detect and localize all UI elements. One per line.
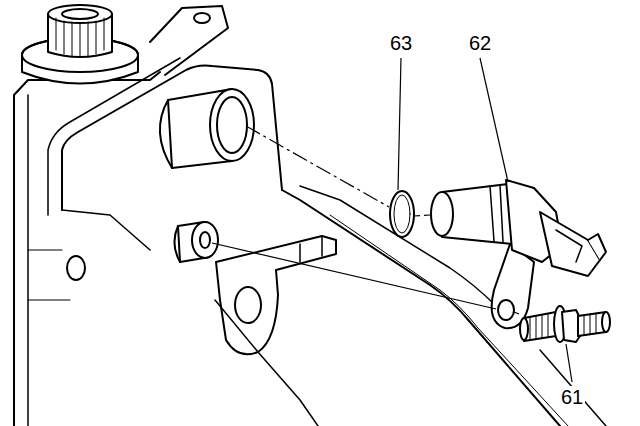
callout-number: 61 [559, 386, 585, 408]
callout-number: 62 [467, 32, 493, 54]
callout-number: 63 [388, 32, 414, 54]
